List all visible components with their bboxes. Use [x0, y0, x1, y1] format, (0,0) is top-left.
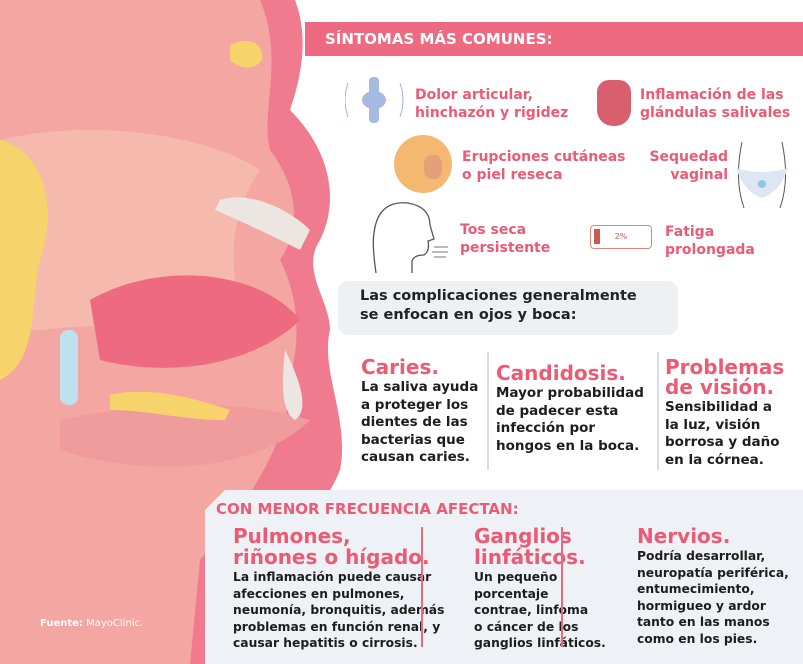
- complication-text: Mayor probabilidad de padecer esta infec…: [496, 385, 644, 454]
- organ-nerves: Nervios. Podría desarrollar, neuropatía …: [637, 526, 802, 647]
- complication-title: Candidosis.: [496, 361, 626, 385]
- complications-intro: Las complicaciones generalmente se enfoc…: [338, 281, 678, 335]
- organ-title: Nervios.: [637, 524, 731, 548]
- complication-text: Sensibilidad a la luz, visión borrosa y …: [665, 399, 780, 468]
- low-battery-icon: 2%: [590, 225, 652, 249]
- symptom-salivary-glands: Inflamación de las glándulas salivales: [640, 87, 791, 121]
- source-label: Fuente:: [40, 618, 83, 629]
- complication-vision: Problemas de visión. Sensibilidad a la l…: [665, 357, 800, 469]
- complication-title: Caries.: [361, 355, 439, 379]
- battery-level: 2%: [614, 232, 628, 241]
- symptom-skin: Erupciones cutáneas o piel reseca: [462, 149, 626, 183]
- coughing-head-icon: [368, 195, 453, 275]
- pelvis-icon: [732, 140, 792, 212]
- knee-joint-icon: [344, 75, 405, 125]
- source-note: Fuente: MayoClinic.: [40, 618, 143, 629]
- divider: [421, 527, 423, 647]
- symptom-vaginal-dryness: Sequedad vaginal: [649, 149, 728, 183]
- divider: [561, 527, 563, 647]
- divider: [487, 352, 489, 470]
- less-frequent-panel: [205, 490, 803, 664]
- organ-text: La inflamación puede causar afecciones e…: [233, 570, 445, 650]
- tongue-icon: [597, 80, 631, 126]
- organ-title: Ganglios linfáticos.: [474, 524, 586, 569]
- complication-candidosis: Candidosis. Mayor probabilidad de padece…: [496, 363, 656, 455]
- organ-lymph-nodes: Ganglios linfáticos. Un pequeño porcenta…: [474, 526, 614, 652]
- symptom-dry-cough: Tos seca persistente: [460, 222, 551, 256]
- skin-rash-icon: [394, 135, 452, 193]
- organ-text: Un pequeño porcentaje contrae, linfoma o…: [474, 570, 606, 650]
- symptom-fatigue: Fatiga prolongada: [665, 224, 755, 258]
- symptoms-banner: SÍNTOMAS MÁS COMUNES:: [305, 22, 803, 56]
- complication-text: La saliva ayuda a proteger los dientes d…: [361, 379, 479, 465]
- divider: [657, 352, 659, 470]
- source-value: MayoClinic.: [86, 618, 144, 629]
- organ-text: Podría desarrollar, neuropatía periféric…: [637, 549, 789, 646]
- organ-lungs-kidneys-liver: Pulmones, riñones o hígado. La inflamaci…: [233, 526, 463, 652]
- organ-title: Pulmones, riñones o hígado.: [233, 524, 430, 569]
- less-frequent-title: CON MENOR FRECUENCIA AFECTAN:: [216, 500, 519, 518]
- symptom-joint-pain: Dolor articular, hinchazón y rigidez: [415, 87, 569, 121]
- complication-caries: Caries. La saliva ayuda a proteger los d…: [361, 357, 486, 467]
- complication-title: Problemas de visión.: [665, 355, 785, 399]
